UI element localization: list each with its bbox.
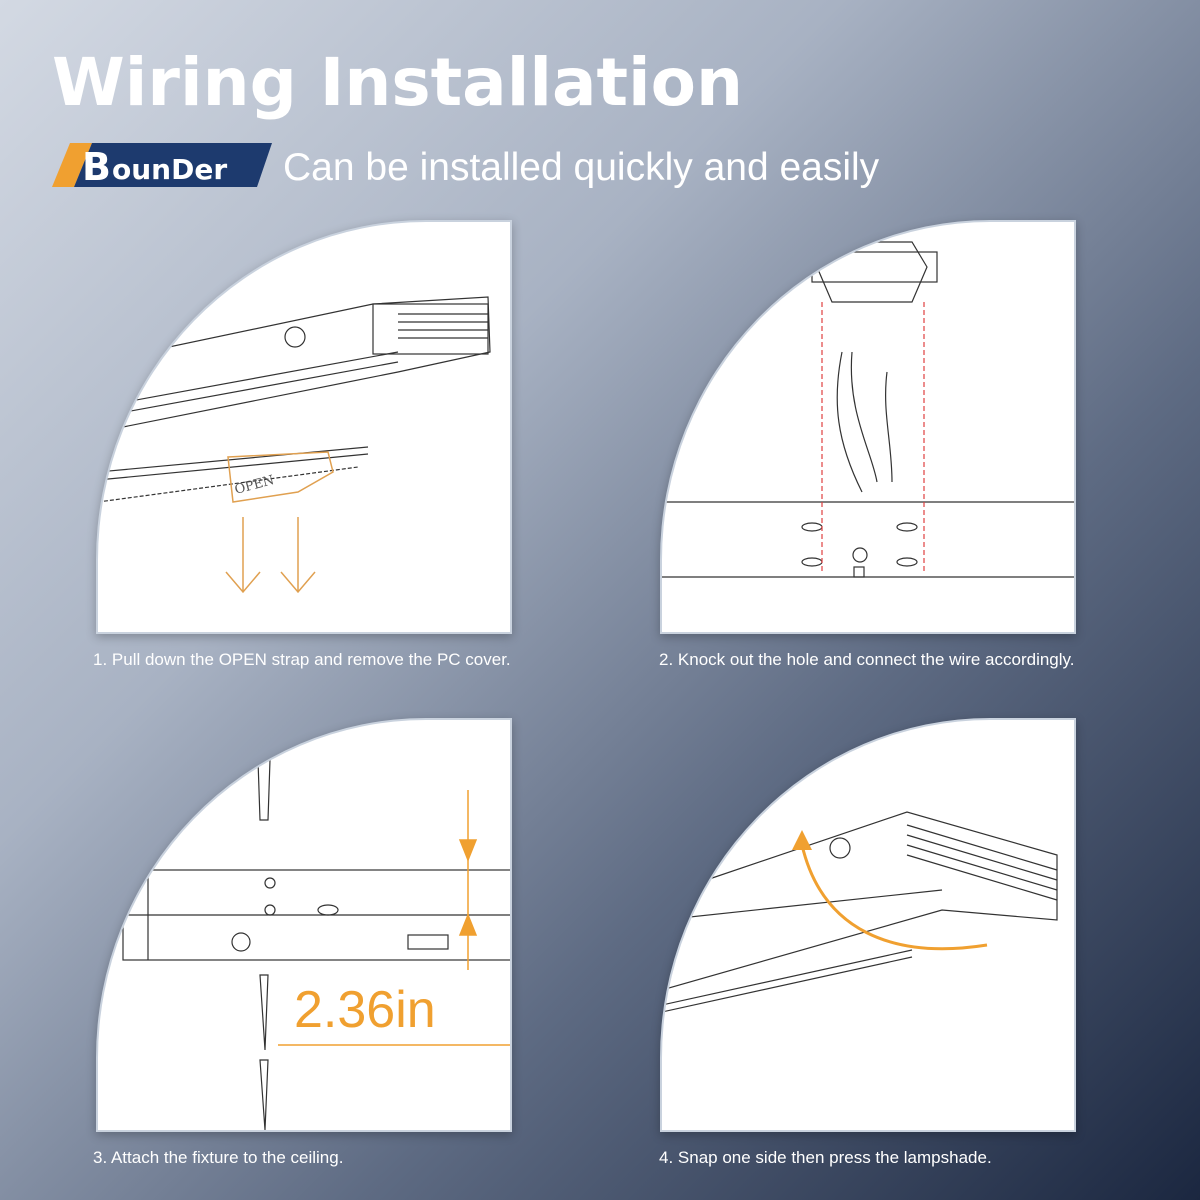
step2-caption: 2. Knock out the hole and connect the wi… [659, 650, 1075, 669]
dimension-label: 2.36in [294, 981, 436, 1039]
step3-illustration: 2.36in [96, 718, 512, 1132]
page-title: Wiring Installation [52, 44, 744, 121]
svg-text:B: B [82, 145, 111, 187]
svg-text:ounDer: ounDer [112, 153, 227, 186]
step1-caption: 1. Pull down the OPEN strap and remove t… [93, 650, 511, 669]
step4-caption: 4. Snap one side then press the lampshad… [659, 1148, 992, 1167]
step1-illustration: OPEN [96, 220, 512, 634]
open-strap-label: OPEN [233, 473, 276, 498]
step2-illustration [660, 220, 1076, 634]
tagline: Can be installed quickly and easily [283, 146, 880, 189]
step3-caption: 3. Attach the fixture to the ceiling. [93, 1148, 344, 1167]
bounder-logo: B ounDer [52, 143, 272, 187]
step4-illustration [660, 718, 1076, 1132]
